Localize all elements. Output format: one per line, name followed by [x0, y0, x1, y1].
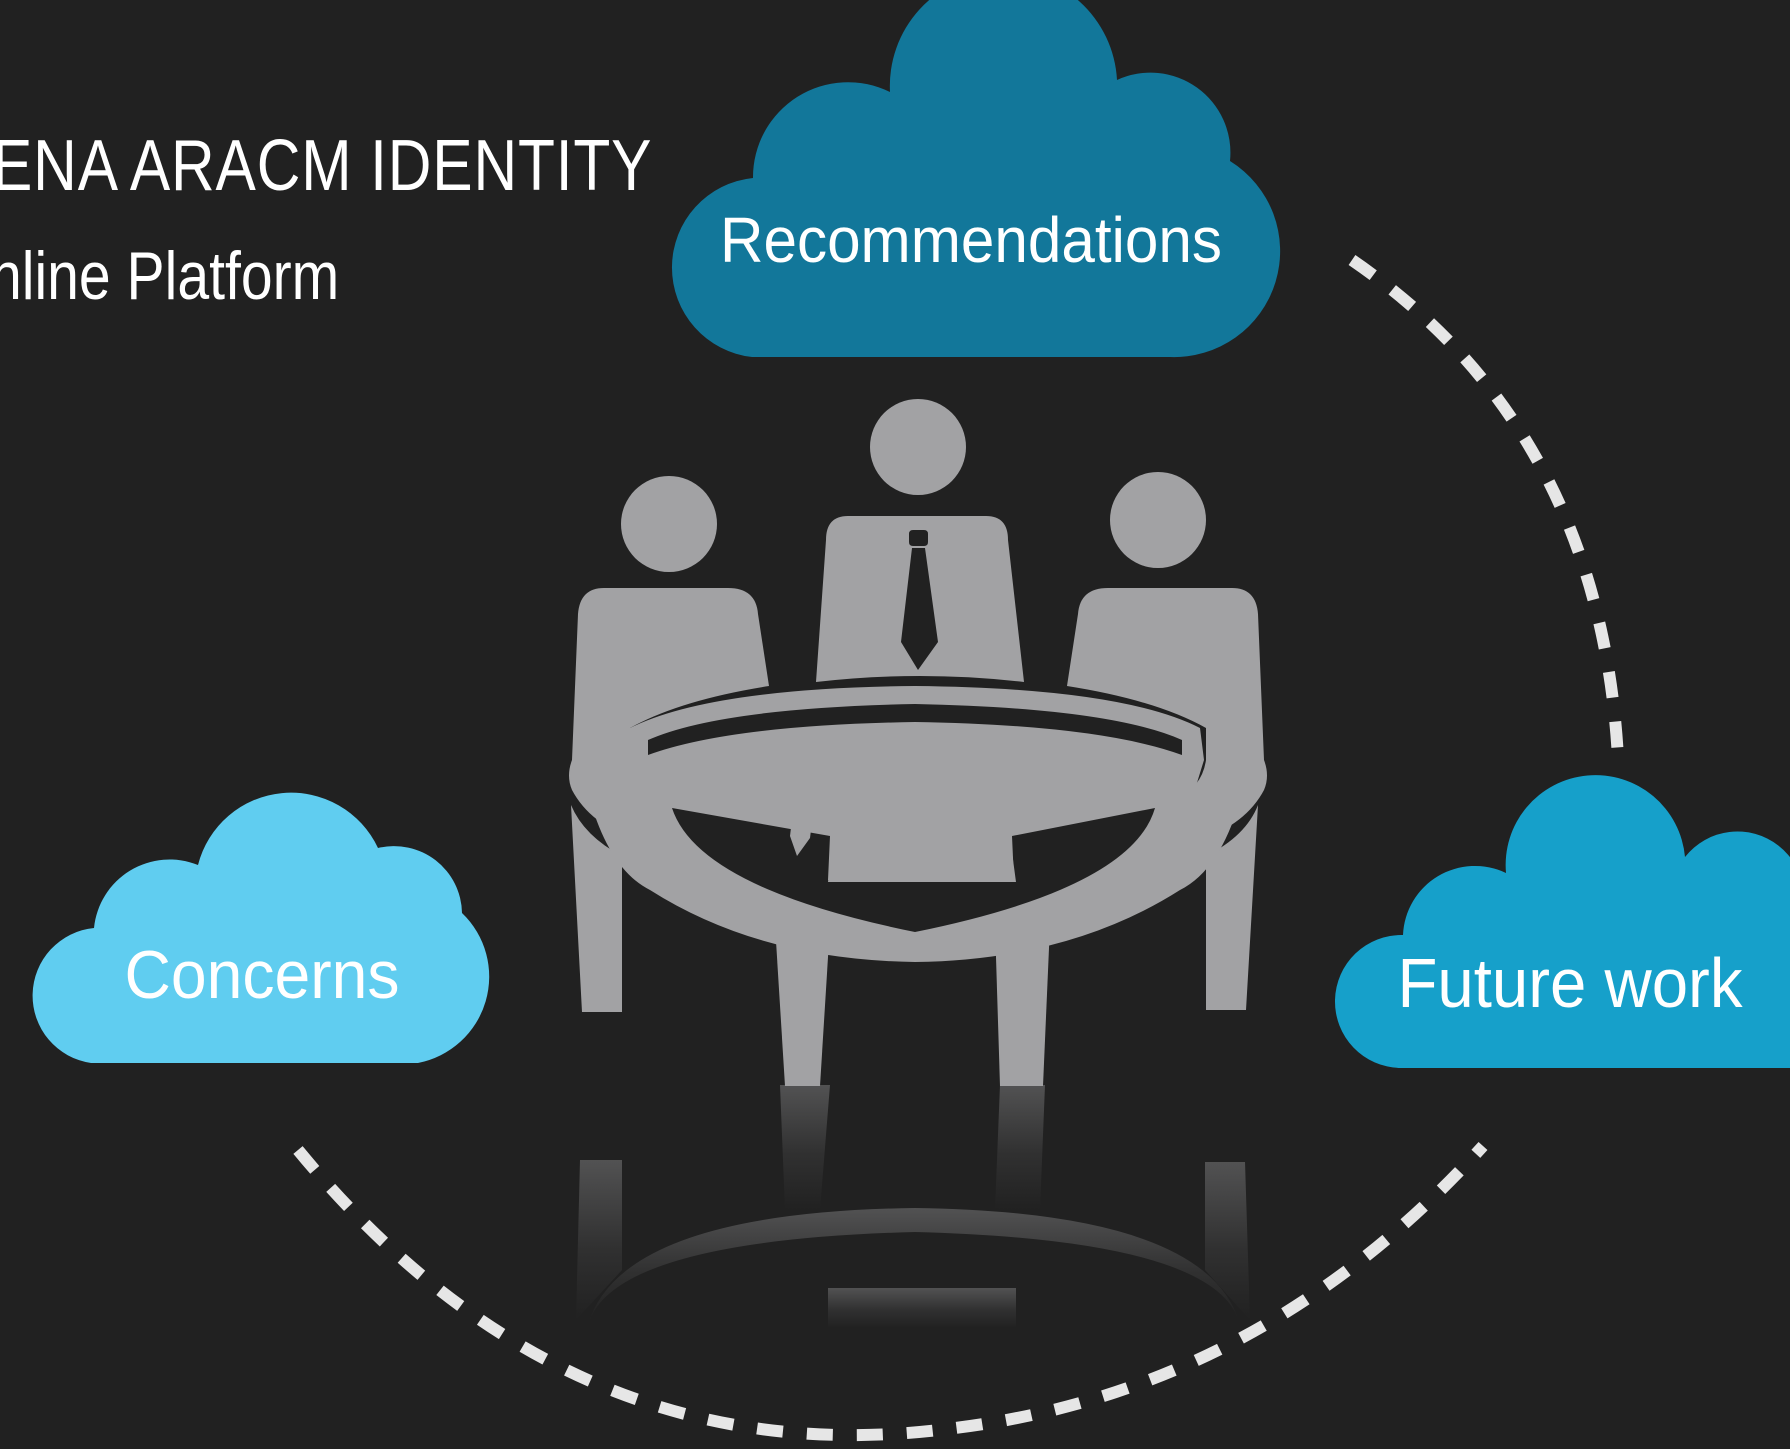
cloud-concerns-label: Concerns [125, 937, 400, 1013]
cloud-future-work: Future work [1335, 775, 1790, 1068]
cloud-future-work-shape [1335, 775, 1790, 1068]
cloud-concerns: Concerns [32, 792, 490, 1063]
table-leg-back-right [1206, 805, 1258, 1010]
page-title: ENA ARACM IDENTITY [0, 126, 653, 206]
pen-icon [790, 736, 823, 856]
table-leg-back-left [571, 805, 622, 1012]
page-subtitle: nline Platform [0, 238, 340, 314]
center-person-body [816, 516, 1024, 682]
center-person-head [870, 399, 966, 495]
meeting-table-icon [569, 399, 1267, 1086]
left-person-head [621, 476, 717, 572]
document-line [866, 796, 980, 806]
right-person-head [1110, 472, 1206, 568]
right-person-body [1067, 588, 1267, 846]
cloud-recommendations-shape [671, 0, 1281, 358]
table-leg-front-left [775, 925, 830, 1086]
table-top [590, 686, 1240, 962]
cloud-recommendations: Recommendations [671, 0, 1281, 358]
cloud-concerns-shape [32, 792, 490, 1063]
cloud-recommendations-label: Recommendations [720, 204, 1222, 276]
dashed-arc-top-right [1348, 255, 1624, 759]
document-line [870, 758, 977, 768]
document-line [862, 834, 984, 844]
meeting-reflection [576, 1085, 1250, 1328]
table-leg-front-right [995, 925, 1050, 1086]
document-icon [828, 725, 1016, 882]
cloud-future-work-label: Future work [1398, 944, 1744, 1022]
left-person-body [569, 588, 769, 846]
